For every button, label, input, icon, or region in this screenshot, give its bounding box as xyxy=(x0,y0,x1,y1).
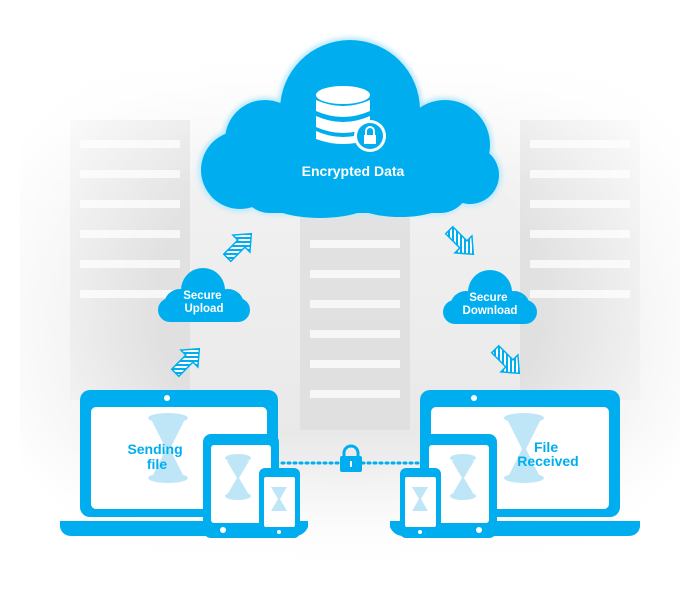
svg-text:Secure Download: Secure Download xyxy=(463,292,518,317)
svg-text:Secure Upload: Secure Upload xyxy=(183,290,225,315)
svg-text:File Received: File Received xyxy=(517,439,578,469)
sender-phone xyxy=(259,468,300,538)
received-label-line2: Received xyxy=(517,453,578,469)
padlock-icon xyxy=(340,444,362,472)
download-arrow-icon xyxy=(444,225,475,256)
svg-text:Sending file: Sending file xyxy=(127,441,186,472)
hourglass-icon xyxy=(148,413,188,483)
encrypted-data-cloud: Encrypted Data xyxy=(198,37,502,218)
sender-devices: Sending file xyxy=(60,390,308,538)
sending-label-line2: file xyxy=(147,456,167,472)
receiver-phone xyxy=(400,468,441,538)
download-arrow-icon xyxy=(490,344,521,375)
cloud-label: Encrypted Data xyxy=(302,163,405,179)
sending-label-line1: Sending xyxy=(127,441,182,457)
upload-arrow-icon xyxy=(222,232,253,263)
download-label-line1: Secure xyxy=(469,292,507,304)
lock-badge-icon xyxy=(354,120,386,152)
received-label-line1: File xyxy=(534,439,558,455)
download-label-line2: Download xyxy=(463,305,518,317)
receiver-devices: File Received xyxy=(390,390,640,538)
upload-label-line1: Secure xyxy=(183,290,221,302)
upload-label-line2: Upload xyxy=(185,303,224,315)
secure-upload-cloud: Secure Upload xyxy=(158,268,250,322)
upload-arrow-icon xyxy=(170,347,201,378)
encrypted-connection xyxy=(280,444,422,472)
secure-download-cloud: Secure Download xyxy=(443,270,537,324)
sender-tablet xyxy=(203,434,279,538)
